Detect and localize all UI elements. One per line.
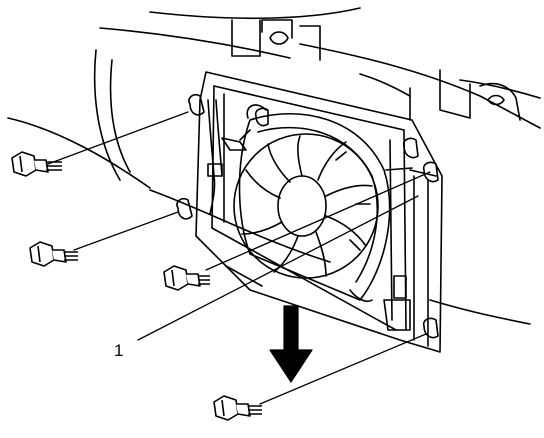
fan-blades [233,133,379,279]
radiator-frame [195,71,443,353]
vehicle-body-outline [7,7,541,325]
bolt-icon [163,265,210,291]
callout-leader-line [137,195,419,341]
arrow-down-icon [269,305,313,383]
bolt-icon [29,241,78,267]
bolt-icon [213,395,262,421]
callout-label-1: 1 [114,341,123,360]
mounting-points [176,93,439,339]
bolt-leader-lines [47,111,431,405]
fan-wiring-harness [207,99,251,215]
bolt-icon [11,151,62,177]
